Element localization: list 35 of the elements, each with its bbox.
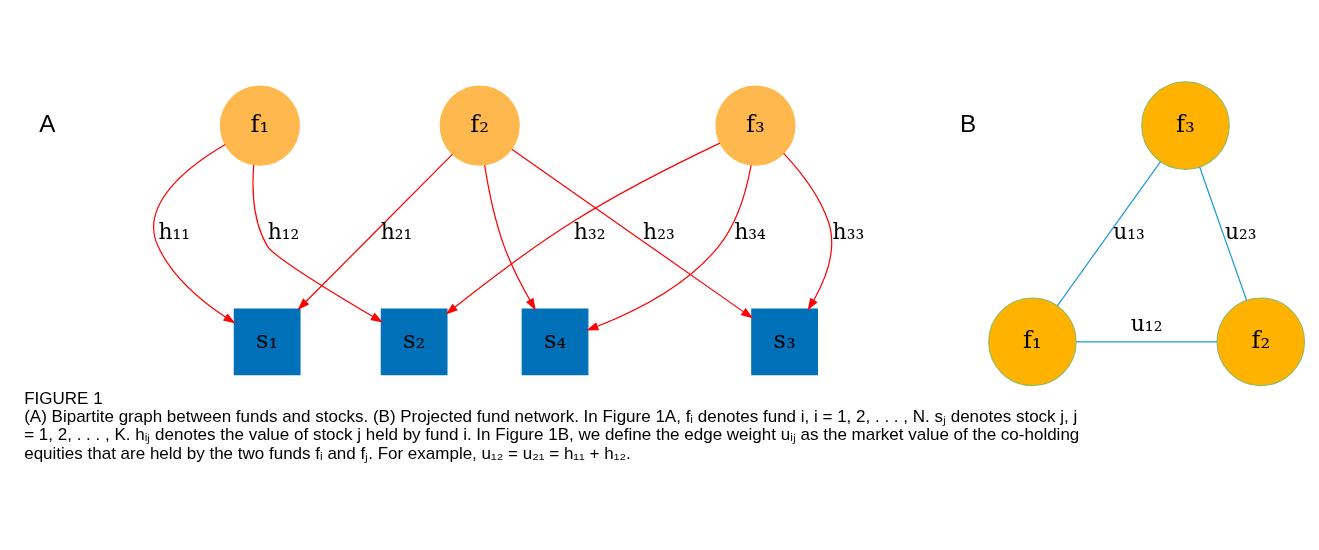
node-circle: f₁ <box>219 85 300 166</box>
arrow <box>586 164 752 331</box>
node-circle: f₂ <box>1216 297 1306 387</box>
edge-label: h₁₁ <box>158 219 191 245</box>
label: B <box>959 109 977 137</box>
node-box: s₃ <box>751 308 818 376</box>
edge-label: h₃₄ <box>734 219 766 245</box>
connector <box>1075 341 1218 343</box>
node-box: s₄ <box>521 308 589 376</box>
node-box: s₂ <box>380 308 448 376</box>
edge-label: h₃₂ <box>573 219 606 245</box>
connector <box>1199 166 1248 301</box>
edge-label: h₁₂ <box>267 219 300 245</box>
edge-label: h₃₃ <box>832 219 865 245</box>
arrow <box>445 142 721 315</box>
edge-label: u₁₃ <box>1113 219 1145 245</box>
edge-label: h₂₁ <box>380 219 413 245</box>
arrow <box>783 152 833 311</box>
arrow <box>484 164 536 311</box>
edge-label: u₂₃ <box>1224 219 1257 245</box>
node-box: s₁ <box>233 308 301 376</box>
arrow <box>252 164 383 323</box>
label: A <box>39 109 56 137</box>
node-circle: f₃ <box>715 85 796 166</box>
edge-label: u₁₂ <box>1130 311 1163 337</box>
caption: (A) Bipartite graph between funds and stocks. (B) Projected fund network. In Figure 1A, fᵢ denotes fund i, i = 1, 2, . . . , N. sⱼ denotes stock j, j = 1, 2, . . . , K. hᵢⱼ denotes the value of stock j held by fund i. In Figure 1B, we define the edge weight uᵢⱼ as the market value of the co-holding equities that are held by the two funds fᵢ and fⱼ. For example, u₁₂ = u₂₁ = h₁₁ + h₁₂. <box>24 407 1080 463</box>
arrow <box>153 144 236 324</box>
diagram-title: FIGURE 1 <box>24 389 103 408</box>
arrow <box>511 148 754 319</box>
node-circle: f₁ <box>988 297 1077 387</box>
connector <box>1056 161 1162 307</box>
edge-label: h₂₃ <box>643 219 675 245</box>
arrow <box>297 153 453 310</box>
node-circle: f₂ <box>439 85 520 166</box>
node-circle: f₃ <box>1141 81 1230 170</box>
